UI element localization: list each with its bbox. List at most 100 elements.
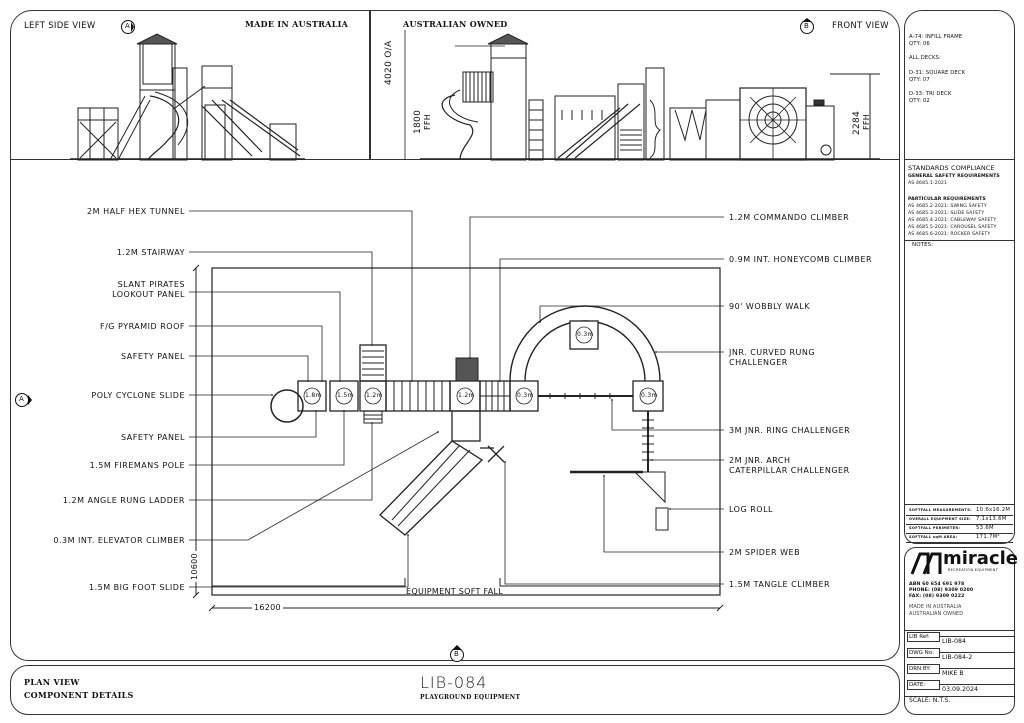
sidebar-refs-box [904,630,1015,715]
deck-label: 1.2m [458,392,475,399]
particular-std: AS 4685.5-2021: CAROUSEL SAFETY [908,225,997,230]
callout-label-left: SAFETY PANEL [121,352,185,361]
drawing-code: LIB-084 [420,673,488,692]
callout-label-left: SAFETY PANEL [121,433,185,442]
softfall-row: SOFTFALL MEASUREMENTS:10.6x16.2M [906,507,1013,516]
section-marker-b-plan: B [446,643,468,663]
all-decks-label: ALL DECKS: [909,55,941,61]
right-ffh-dim: 2284 [852,110,862,135]
callout-label-right: 1.5M TANGLE CLIMBER [729,580,831,589]
company-abn: ABN 60 654 691 978 [909,582,965,587]
deck-label: 0.3m [517,392,534,399]
width-dimension: 16200 [252,603,283,612]
ref-divider [939,684,1014,685]
section-marker-icon [450,645,464,662]
front-view-title: FRONT VIEW [832,21,889,31]
notes-label: NOTES: [912,242,934,248]
softfall-label: OVERALL EQUIPMENT SIZE: [909,517,972,521]
section-marker-a-plan: A [14,390,36,410]
height-dimension: 10600 [190,551,199,582]
callout-label-right: 3M JNR. RING CHALLENGER [729,426,851,435]
left-ffh-label: FFH [423,113,432,130]
ref-value: LIB-084-2 [942,654,973,661]
softfall-row: OVERALL EQUIPMENT SIZE:7.1x13.6M [906,516,1013,525]
deck-label: 0.3m [641,392,658,399]
ref-divider [939,636,1014,637]
deck-label: 1.8m [305,392,322,399]
scale-divider [905,696,1014,697]
company-logo: miracle RECREATION EQUIPMENT [910,548,1018,576]
ref-value: MIKE B [942,670,964,677]
deck-label: 0.3m [577,331,594,338]
callout-label-left: 1.5M FIREMANS POLE [89,461,185,470]
component-details-label: COMPONENT DETAILS [24,690,134,700]
softfall-value: 10.6x16.2M [976,507,1011,513]
standards-title: STANDARDS COMPLIANCE [908,164,995,172]
particular-title: PARTICULAR REQUIREMENTS [908,197,986,202]
plan-view-label: PLAN VIEW [24,677,80,687]
left-side-view-title: LEFT SIDE VIEW [24,21,96,31]
section-marker-b-top: B [797,16,817,36]
part-infill-frame-qty: QTY: 06 [909,41,930,47]
part-infill-frame: A-74: INFILL FRAME [909,34,963,40]
part-square-deck: D-31: SQUARE DECK [909,70,966,76]
callout-label-left: 1.2M ANGLE RUNG LADDER [62,496,185,505]
logo-mark-icon [910,552,942,575]
softfall-row: SOFTFALL sqM AREA: 171.7M² [906,534,1013,543]
overall-height-dim: 4020 O/A [384,40,394,85]
callout-label-left: 0.3M INT. ELEVATOR CLIMBER [53,536,185,545]
company-phone: PHONE: (08) 9309 0200 [909,588,974,593]
australian-owned-note: AUSTRALIAN OWNED [403,19,508,29]
part-tri-deck-qty: QTY: 02 [909,98,930,104]
made-in-australia-note: MADE IN AUSTRALIA [245,19,349,29]
title-block [10,665,900,715]
company-owned: AUSTRALIAN OWNED [909,611,964,617]
callout-label-right: 90' WOBBLY WALK [729,302,811,311]
particular-std: AS 4685.6-2021: ROCKER SAFETY [908,232,991,237]
ref-value: LIB-084 [942,638,966,645]
callout-label-left: POLY CYCLONE SLIDE [91,391,185,400]
ref-value: 03.09.2024 [942,686,979,693]
part-square-deck-qty: QTY: 07 [909,77,930,83]
ref-label: DWG No: [907,648,940,658]
callout-label-right: LOG ROLL [729,505,773,514]
elevation-divider [369,11,371,159]
callout-label-left: F/G PYRAMID ROOF [100,322,185,331]
callout-label-right: 1.2M COMMANDO CLIMBER [729,213,850,222]
callout-label-left: 1.2M STAIRWAY [116,248,185,257]
general-safety-title: GENERAL SAFETY REQUIREMENTS [908,174,1000,179]
elevation-panel [10,10,900,160]
softfall-row: SOFTFALL PERIMETER: 53.6M [906,525,1013,534]
section-marker-icon [121,20,135,34]
callout-label-left: 1.5M BIG FOOT SLIDE [89,583,185,592]
company-fax: FAX: (08) 9309 0222 [909,594,965,599]
ref-label: DRN BY: [907,664,940,674]
right-ffh-label: FFH [862,113,871,130]
drawing-subtitle: PLAYGROUND EQUIPMENT [420,694,521,701]
softfall-value: 171.7M² [976,534,1000,540]
ref-label: LIB Ref: [907,632,940,642]
particular-std: AS 4685.3-2021: SLIDE SAFETY [908,211,985,216]
sidebar-parts-box [904,10,1015,160]
deck-label: 1.5m [337,392,354,399]
section-marker-a-top: A [119,18,137,36]
ref-divider [939,652,1014,653]
softfall-label: SOFTFALL sqM AREA: [909,535,958,539]
part-tri-deck: D-33: TRI DECK [909,91,952,97]
section-marker-icon [800,18,814,34]
softfall-label: SOFTFALL PERIMETER: [909,526,961,530]
ref-label: DATE: [907,680,940,690]
callout-label-left: 2M HALF HEX TUNNEL [87,207,185,216]
scale-label: SCALE: N.T.S. [909,697,951,704]
notes-divider [905,240,1014,241]
left-ffh-dim: 1800 [413,109,423,134]
callout-label-right: 2M SPIDER WEB [729,548,801,557]
company-made: MADE IN AUSTRALIA [909,604,962,610]
deck-label: 1.2m [366,392,383,399]
section-marker-icon [15,393,32,407]
soft-fall-label: EQUIPMENT SOFT FALL [406,587,503,596]
softfall-value: 53.6M [976,525,994,531]
